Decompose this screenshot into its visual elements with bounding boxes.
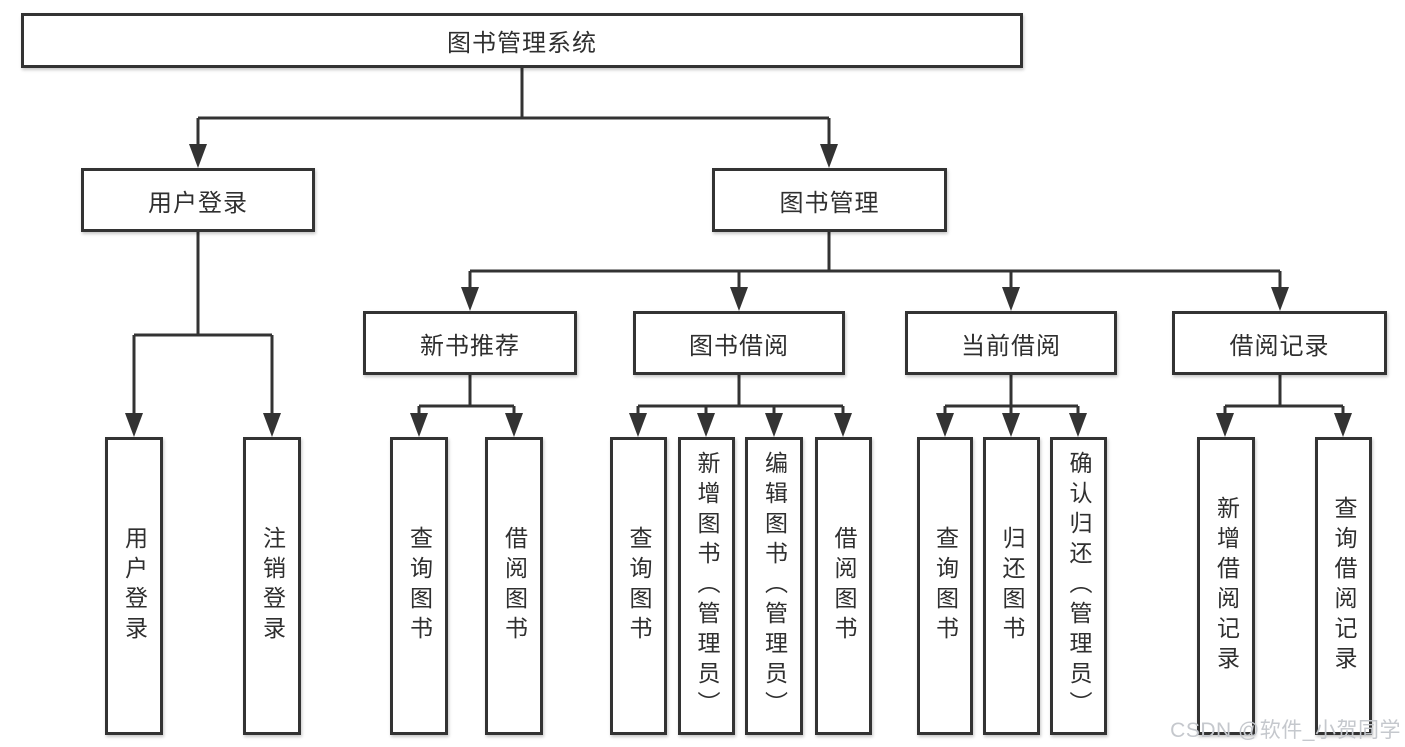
node-label: 查询图书: [932, 526, 959, 646]
node-label: 确认归还（管理员）: [1066, 451, 1092, 721]
node-user-login-branch: 用户登录: [81, 168, 315, 232]
leaf-borrow-books: 借阅图书: [815, 437, 872, 735]
node-label: 当前借阅: [961, 332, 1061, 360]
leaf-return-books: 归还图书: [983, 437, 1040, 735]
node-label: 新书推荐: [420, 332, 520, 360]
leaf-query-books-borrowing: 查询图书: [610, 437, 667, 735]
connector-paths: [132, 68, 1345, 420]
leaf-add-borrow-record: 新增借阅记录: [1197, 437, 1255, 735]
node-label: 图书管理系统: [447, 30, 597, 57]
leaf-query-books-recommend: 查询图书: [390, 437, 448, 735]
node-book-borrowing: 图书借阅: [633, 311, 845, 375]
node-borrowing-records: 借阅记录: [1172, 311, 1387, 375]
leaf-edit-book-admin: 编辑图书（管理员）: [745, 437, 803, 735]
node-label: 用户登录: [148, 189, 248, 217]
node-label: 图书借阅: [689, 332, 789, 360]
node-label: 借阅图书: [831, 526, 857, 646]
node-label: 新增图书（管理员）: [694, 451, 720, 721]
node-label: 查询图书: [626, 526, 652, 646]
leaf-query-borrow-record: 查询借阅记录: [1315, 437, 1372, 735]
leaf-user-login: 用户登录: [105, 437, 163, 735]
node-label: 借阅图书: [501, 526, 528, 646]
leaf-add-book-admin: 新增图书（管理员）: [678, 437, 735, 735]
leaf-logout: 注销登录: [243, 437, 301, 735]
node-label: 图书管理: [779, 189, 880, 217]
node-new-book-recommend: 新书推荐: [363, 311, 577, 375]
node-label: 新增借阅记录: [1213, 496, 1240, 676]
arrowheads: [125, 144, 1352, 437]
node-label: 查询借阅记录: [1331, 496, 1357, 676]
node-label: 注销登录: [259, 526, 286, 646]
node-label: 借阅记录: [1229, 332, 1330, 360]
node-label: 查询图书: [406, 526, 433, 646]
node-label: 编辑图书（管理员）: [761, 451, 788, 721]
node-current-borrowing: 当前借阅: [905, 311, 1117, 375]
node-label: 用户登录: [121, 526, 148, 646]
leaf-query-books-current: 查询图书: [917, 437, 973, 735]
node-label: 归还图书: [999, 526, 1025, 646]
node-library-management-system: 图书管理系统: [21, 13, 1023, 68]
leaf-confirm-return-admin: 确认归还（管理员）: [1050, 437, 1107, 735]
leaf-borrow-books-recommend: 借阅图书: [485, 437, 543, 735]
csdn-watermark: CSDN @软件_小贺同学: [1170, 719, 1401, 742]
node-book-management-branch: 图书管理: [712, 168, 947, 232]
